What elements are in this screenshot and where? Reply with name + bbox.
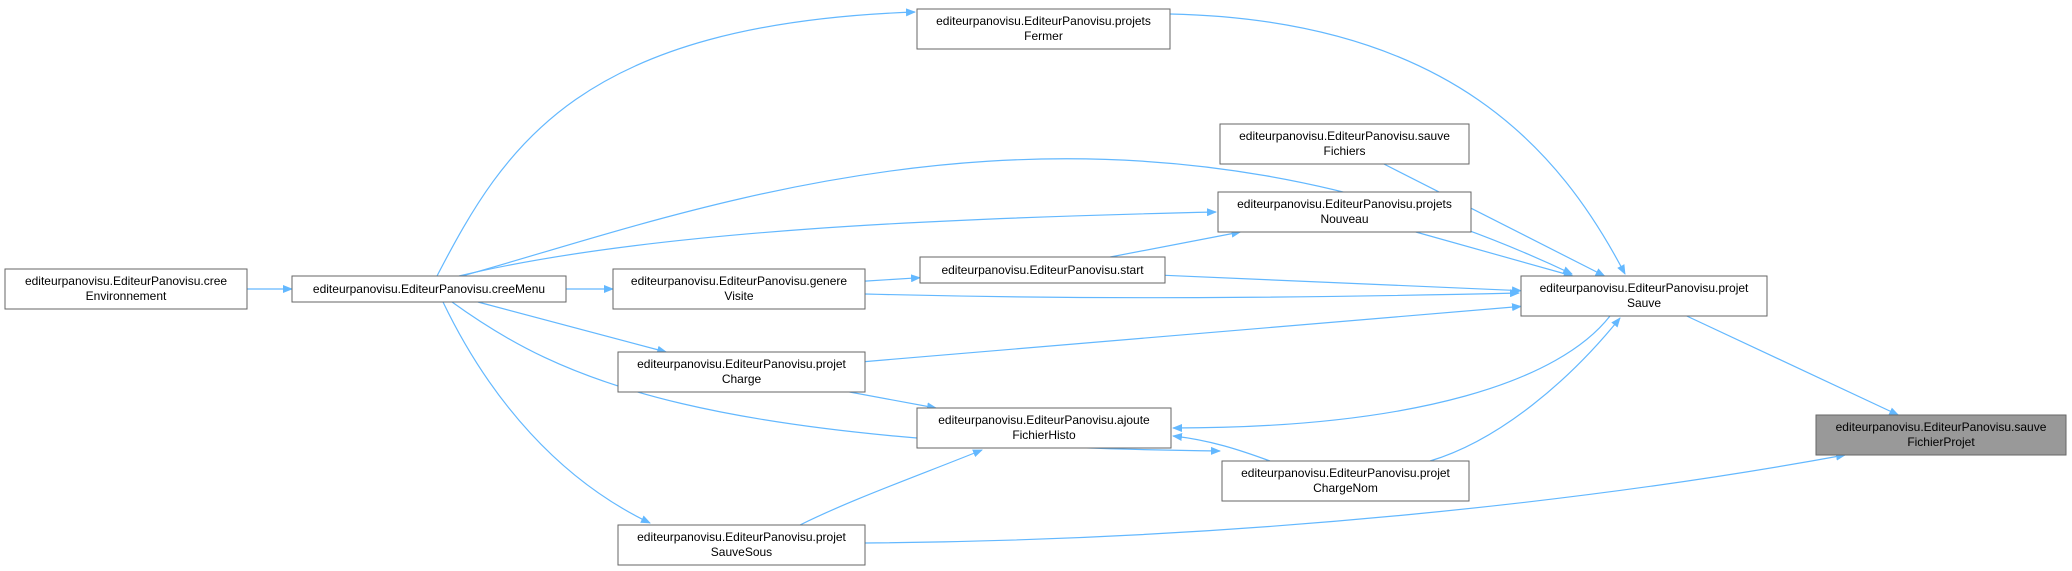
edge-creeMenu-to-projetsFermer (436, 8, 916, 277)
node-label-line2: Fermer (1024, 29, 1063, 43)
node-sauveFichierProjet[interactable]: editeurpanovisu.EditeurPanovisu.sauveFic… (1815, 414, 2067, 456)
edge-line (458, 208, 1217, 277)
edge-projetsNouveau-to-projetSauve (1415, 231, 1574, 278)
edge-creeMenu-to-projetSauveSous (442, 301, 651, 524)
node-box[interactable] (617, 524, 866, 566)
edge-projetSauve-to-sauveFichierProjet (1686, 315, 1900, 416)
node-label-line2: SauveSous (711, 545, 772, 559)
edge-creeMenu-to-projetCharge (477, 301, 668, 354)
edge-line (849, 391, 937, 411)
edge-line (1383, 163, 1606, 277)
edge-start-to-projetSauve (1164, 274, 1522, 295)
node-sauveFichiers[interactable]: editeurpanovisu.EditeurPanovisu.sauveFic… (1219, 123, 1470, 165)
edge-line (864, 303, 1522, 363)
edge-line (1110, 229, 1242, 258)
edge-projetChargeNom-to-ajouteFichierHisto (1172, 432, 1271, 462)
edge-projetChargeNom-to-projetSauve (1429, 317, 1621, 462)
edge-projetSauveSous-to-ajouteFichierHisto (799, 449, 983, 526)
nodes-layer: editeurpanovisu.EditeurPanovisu.creeEnvi… (4, 8, 2067, 566)
node-projetCharge[interactable]: editeurpanovisu.EditeurPanovisu.projetCh… (617, 351, 866, 393)
node-box[interactable] (291, 275, 567, 303)
node-projetsNouveau[interactable]: editeurpanovisu.EditeurPanovisu.projetsN… (1217, 191, 1472, 233)
edge-line (1172, 315, 1611, 432)
edge-sauveFichiers-to-projetSauve (1383, 163, 1606, 277)
node-label-line1: editeurpanovisu.EditeurPanovisu.projets (936, 14, 1151, 28)
edge-line (864, 452, 1846, 544)
edge-line (1164, 274, 1522, 295)
edge-projetSauveSous-to-sauveFichierProjet (864, 452, 1846, 544)
edge-line (864, 289, 1520, 299)
node-box[interactable] (1221, 460, 1470, 502)
edge-projetCharge-to-ajouteFichierHisto (849, 391, 937, 411)
node-label-line1: editeurpanovisu.EditeurPanovisu.start (941, 263, 1144, 277)
node-label-line1: editeurpanovisu.EditeurPanovisu.projet (637, 357, 846, 371)
edge-start-to-projetsNouveau (1110, 229, 1242, 258)
edges-layer (247, 8, 1900, 544)
node-ajouteFichierHisto[interactable]: editeurpanovisu.EditeurPanovisu.ajouteFi… (916, 407, 1172, 449)
node-label-line1: editeurpanovisu.EditeurPanovisu.cree (25, 274, 227, 288)
node-box[interactable] (617, 351, 866, 393)
edge-line (1429, 317, 1621, 462)
node-creeMenu[interactable]: editeurpanovisu.EditeurPanovisu.creeMenu (291, 275, 567, 303)
node-label-line2: Charge (722, 372, 762, 386)
node-label-line2: FichierHisto (1012, 428, 1076, 442)
edge-line (477, 301, 668, 354)
edge-creeMenu-to-projetsNouveau (458, 208, 1217, 277)
node-label-line2: ChargeNom (1313, 481, 1378, 495)
node-box[interactable] (4, 268, 248, 310)
node-genereVisite[interactable]: editeurpanovisu.EditeurPanovisu.genereVi… (612, 268, 866, 310)
node-label-line1: editeurpanovisu.EditeurPanovisu.creeMenu (313, 282, 545, 296)
node-box[interactable] (1219, 123, 1470, 165)
node-label-line1: editeurpanovisu.EditeurPanovisu.sauve (1836, 420, 2047, 434)
edge-projetCharge-to-projetSauve (864, 303, 1522, 363)
node-label-line1: editeurpanovisu.EditeurPanovisu.projet (637, 530, 846, 544)
node-label-line2: Sauve (1627, 296, 1661, 310)
edge-line (799, 449, 983, 526)
node-box[interactable] (612, 268, 866, 310)
node-label-line2: Nouveau (1320, 212, 1368, 226)
node-label-line2: Environnement (86, 289, 167, 303)
edge-genereVisite-to-start (864, 274, 921, 283)
node-label-line2: Visite (724, 289, 753, 303)
node-label-line1: editeurpanovisu.EditeurPanovisu.projet (1540, 281, 1749, 295)
edge-projetSauve-to-ajouteFichierHisto (1172, 315, 1611, 432)
node-box[interactable] (1520, 275, 1768, 317)
node-label-line1: editeurpanovisu.EditeurPanovisu.genere (631, 274, 847, 288)
node-box[interactable] (916, 407, 1172, 449)
node-label-line2: FichierProjet (1907, 435, 1975, 449)
node-projetsFermer[interactable]: editeurpanovisu.EditeurPanovisu.projetsF… (916, 8, 1171, 50)
node-box[interactable] (1217, 191, 1472, 233)
edge-line (1415, 231, 1574, 278)
node-box[interactable] (1815, 414, 2067, 456)
node-label-line2: Fichiers (1323, 144, 1365, 158)
node-box[interactable] (916, 8, 1171, 50)
node-label-line1: editeurpanovisu.EditeurPanovisu.projets (1237, 197, 1452, 211)
node-label-line1: editeurpanovisu.EditeurPanovisu.ajoute (938, 413, 1150, 427)
node-box[interactable] (919, 256, 1166, 284)
node-projetSauve[interactable]: editeurpanovisu.EditeurPanovisu.projetSa… (1520, 275, 1768, 317)
edge-line (864, 274, 921, 283)
node-projetSauveSous[interactable]: editeurpanovisu.EditeurPanovisu.projetSa… (617, 524, 866, 566)
edge-genereVisite-to-projetSauve (864, 289, 1520, 299)
node-label-line1: editeurpanovisu.EditeurPanovisu.projet (1241, 466, 1450, 480)
node-creeEnvironnement[interactable]: editeurpanovisu.EditeurPanovisu.creeEnvi… (4, 268, 248, 310)
edge-line (1686, 315, 1900, 416)
edge-line (442, 301, 651, 524)
edge-line (1172, 432, 1271, 462)
edge-projetsFermer-to-projetSauve (1169, 13, 1626, 275)
node-projetChargeNom[interactable]: editeurpanovisu.EditeurPanovisu.projetCh… (1221, 460, 1470, 502)
edge-line (1169, 13, 1626, 275)
edge-line (436, 8, 916, 277)
node-label-line1: editeurpanovisu.EditeurPanovisu.sauve (1239, 129, 1450, 143)
node-start[interactable]: editeurpanovisu.EditeurPanovisu.start (919, 256, 1166, 284)
